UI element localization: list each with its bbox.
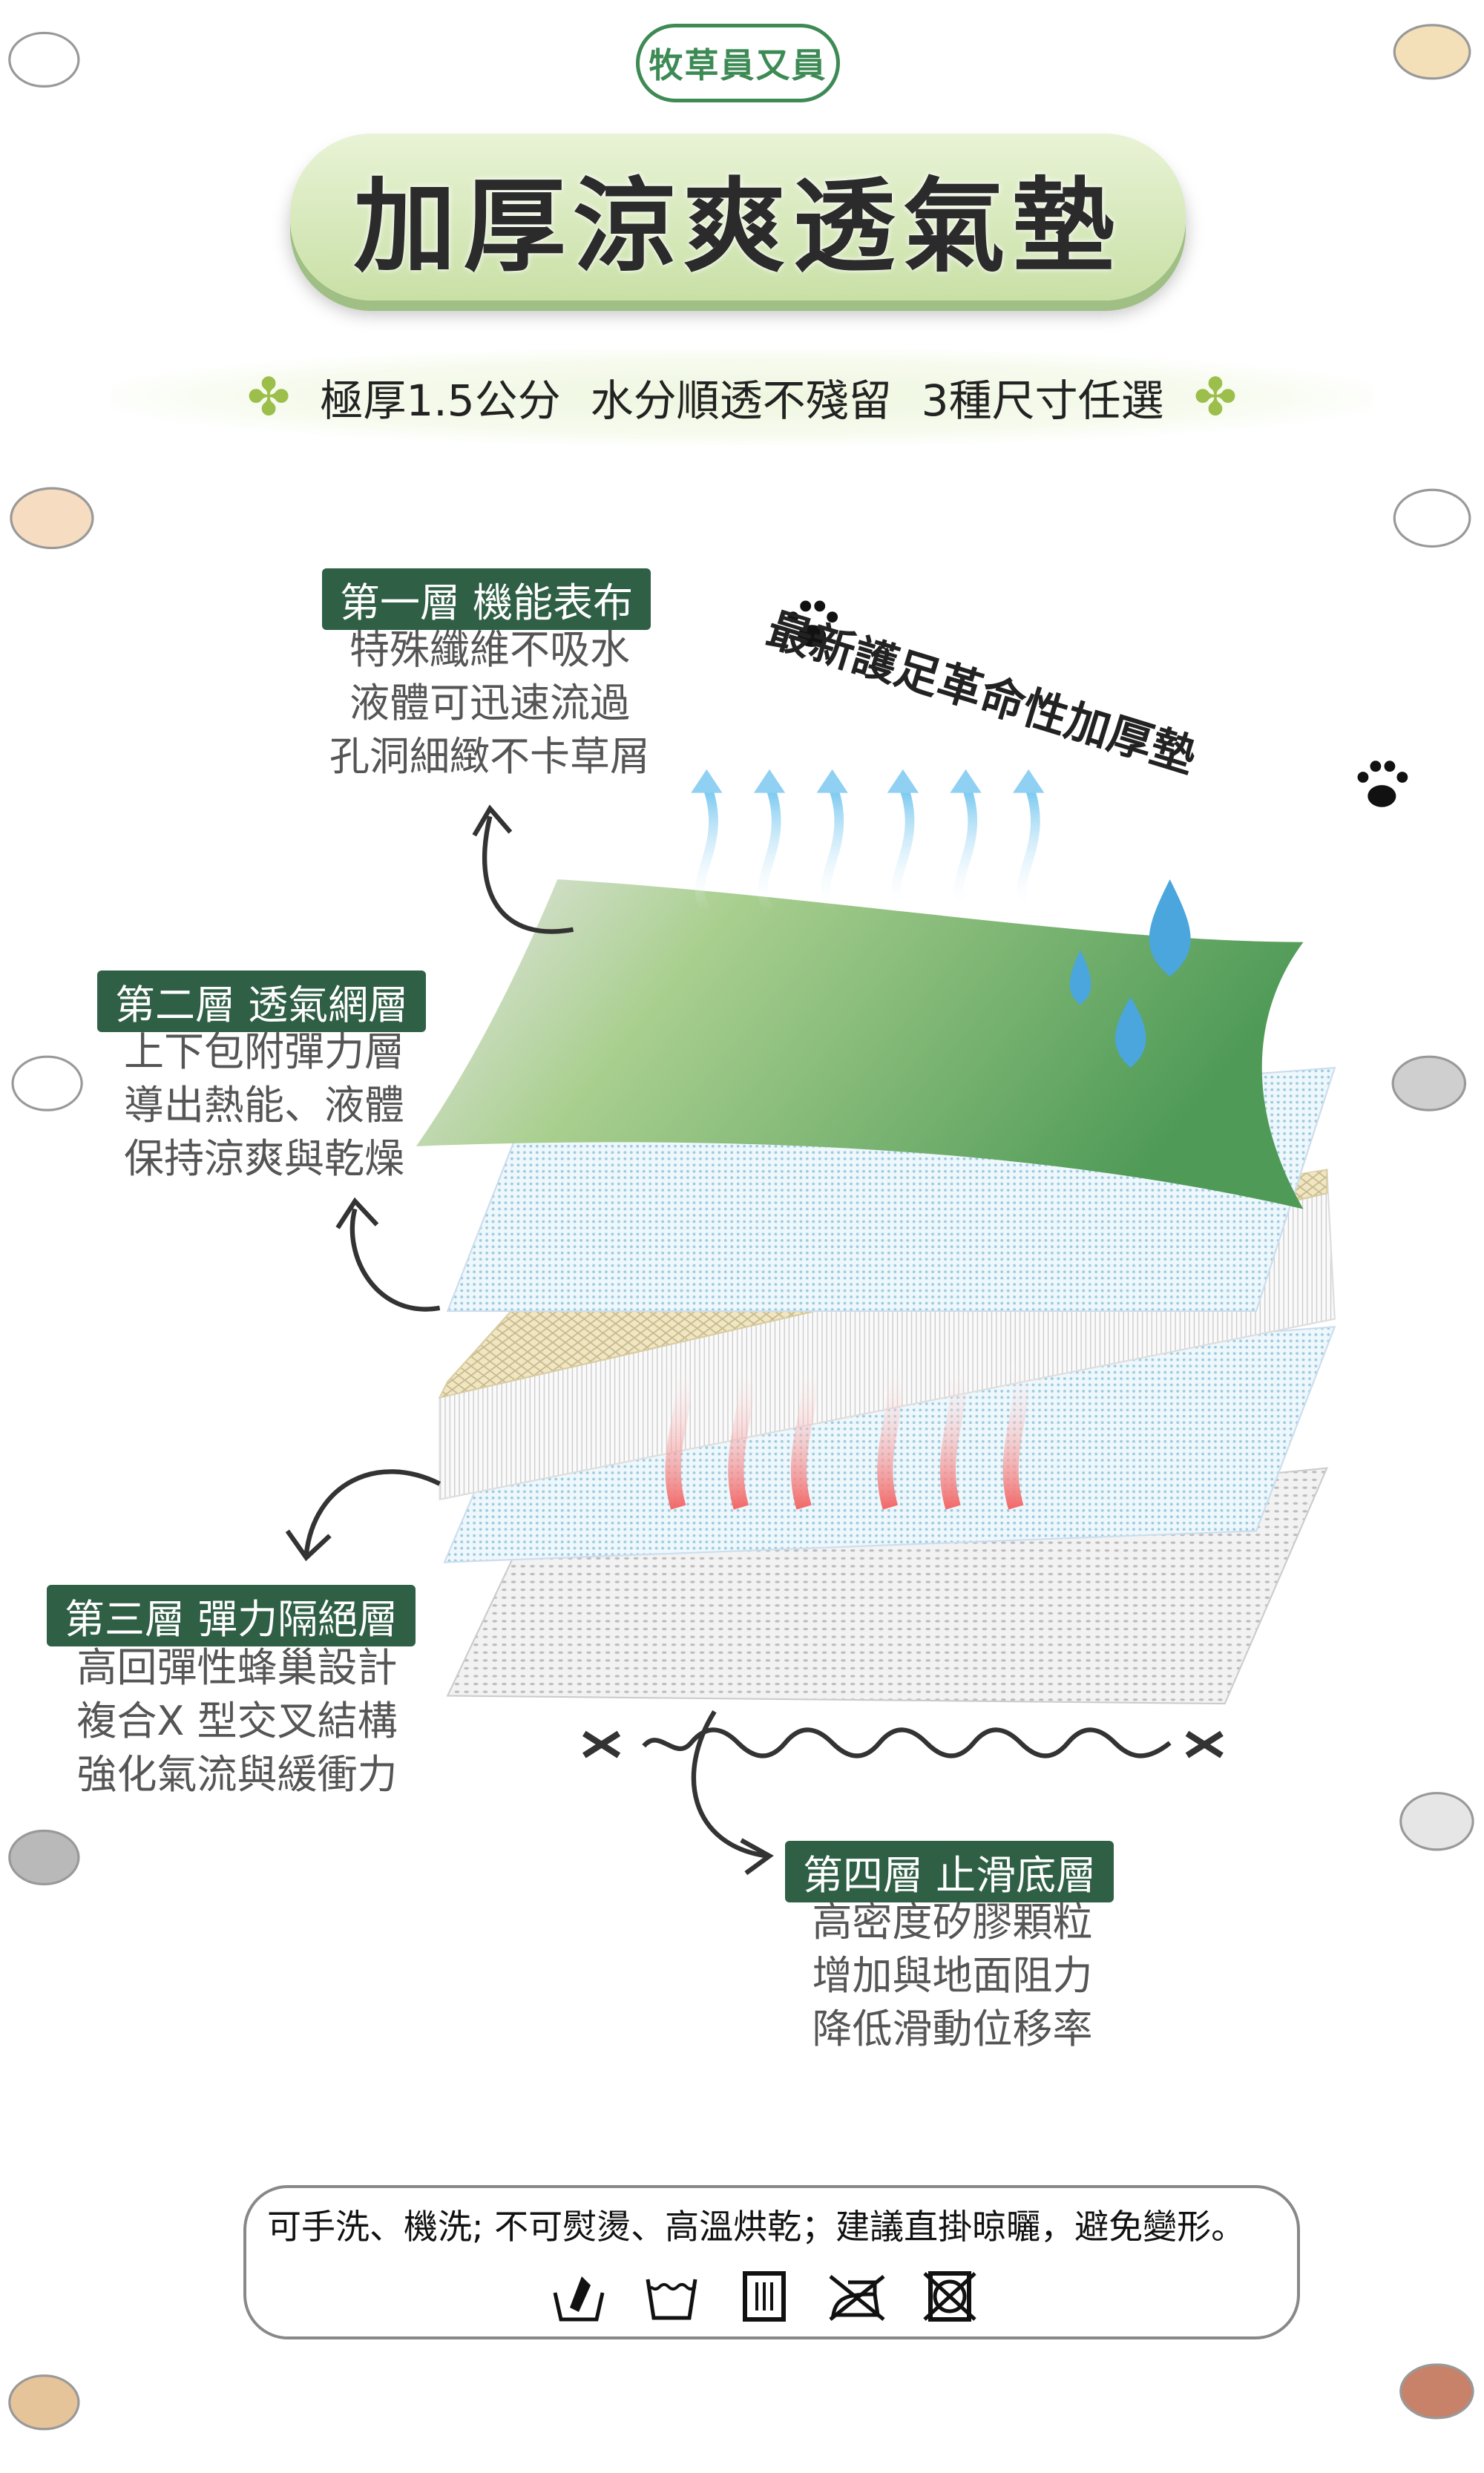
no-iron-icon bbox=[829, 2275, 885, 2321]
no-tumble-dry-icon bbox=[923, 2271, 976, 2322]
desc-line: 保持涼爽與乾燥 bbox=[124, 1135, 404, 1182]
line-dry-icon bbox=[743, 2271, 786, 2322]
care-symbols bbox=[549, 2270, 979, 2322]
clover-icon: ✤ bbox=[1193, 367, 1238, 427]
feature-drainage: 水分順透不殘留 bbox=[590, 375, 892, 426]
layer-label: 第四層 止滑底層 bbox=[785, 1841, 1114, 1902]
layer-label: 第二層 透氣網層 bbox=[97, 971, 427, 1032]
desc-line: 特殊纖維不吸水 bbox=[349, 626, 630, 673]
desc-line: 液體可迅速流過 bbox=[349, 680, 630, 726]
desc-line: 高密度矽膠顆粒 bbox=[812, 1899, 1093, 1945]
desc-line: 高回彈性蜂巢設計 bbox=[76, 1644, 398, 1691]
brand-logo: 牧草員又員 bbox=[636, 24, 840, 102]
page-title: 加厚涼爽透氣墊 bbox=[353, 166, 1123, 286]
logo-text: 牧草員又員 bbox=[649, 45, 827, 85]
layer-3-callout: 第三層 彈力隔絕層 bbox=[47, 1585, 416, 1646]
care-instructions-box bbox=[243, 2185, 1300, 2339]
machine-wash-icon bbox=[646, 2279, 697, 2320]
layer-label: 第一層 機能表布 bbox=[322, 568, 651, 630]
desc-line: 強化氣流與緩衝力 bbox=[76, 1751, 398, 1798]
desc-line: 上下包附彈力層 bbox=[124, 1028, 404, 1075]
layer-4-callout: 第四層 止滑底層 bbox=[785, 1841, 1114, 1902]
paw-icon bbox=[787, 600, 1408, 807]
title-banner: 加厚涼爽透氣墊 bbox=[290, 134, 1186, 300]
desc-line: 降低滑動位移率 bbox=[812, 2006, 1093, 2052]
desc-line: 複合X 型交叉結構 bbox=[76, 1698, 398, 1744]
clover-icon: ✤ bbox=[246, 367, 291, 427]
layer-1-callout: 第一層 機能表布 bbox=[322, 568, 651, 630]
layer-4-description: 高密度矽膠顆粒 增加與地面阻力 降低滑動位移率 bbox=[785, 1896, 1120, 2056]
pointer-arrows bbox=[285, 804, 1224, 1876]
feature-thickness: 極厚1.5公分 bbox=[320, 375, 561, 426]
heat-down-arrows bbox=[665, 1354, 1029, 1510]
desc-line: 孔洞細緻不卡草屑 bbox=[329, 733, 650, 780]
guinea-pig-icon bbox=[8, 24, 1474, 2431]
care-instructions-text: 可手洗、機洗; 不可熨燙、高溫烘乾；建議直掛晾曬，避免變形。 bbox=[267, 2207, 1246, 2247]
desc-line: 增加與地面阻力 bbox=[812, 1952, 1093, 1999]
layer-3-description: 高回彈性蜂巢設計 複合X 型交叉結構 強化氣流與緩衝力 bbox=[47, 1641, 427, 1802]
feature-sizes: 3種尺寸任選 bbox=[921, 375, 1164, 426]
layer-2-callout: 第二層 透氣網層 bbox=[97, 971, 427, 1032]
water-drop-icon bbox=[1069, 879, 1191, 1068]
feature-bar: ✤ 極厚1.5公分 水分順透不殘留 3種尺寸任選 ✤ bbox=[111, 349, 1373, 445]
layer-2-description: 上下包附彈力層 導出熱能、液體 保持涼爽與乾燥 bbox=[97, 1025, 431, 1186]
layer-1-description: 特殊纖維不吸水 液體可迅速流過 孔洞細緻不卡草屑 bbox=[319, 623, 660, 784]
hand-wash-icon bbox=[553, 2276, 605, 2322]
airflow-up-arrows bbox=[695, 783, 1040, 914]
layer-label: 第三層 彈力隔絕層 bbox=[47, 1585, 416, 1646]
desc-line: 導出熱能、液體 bbox=[124, 1082, 404, 1129]
